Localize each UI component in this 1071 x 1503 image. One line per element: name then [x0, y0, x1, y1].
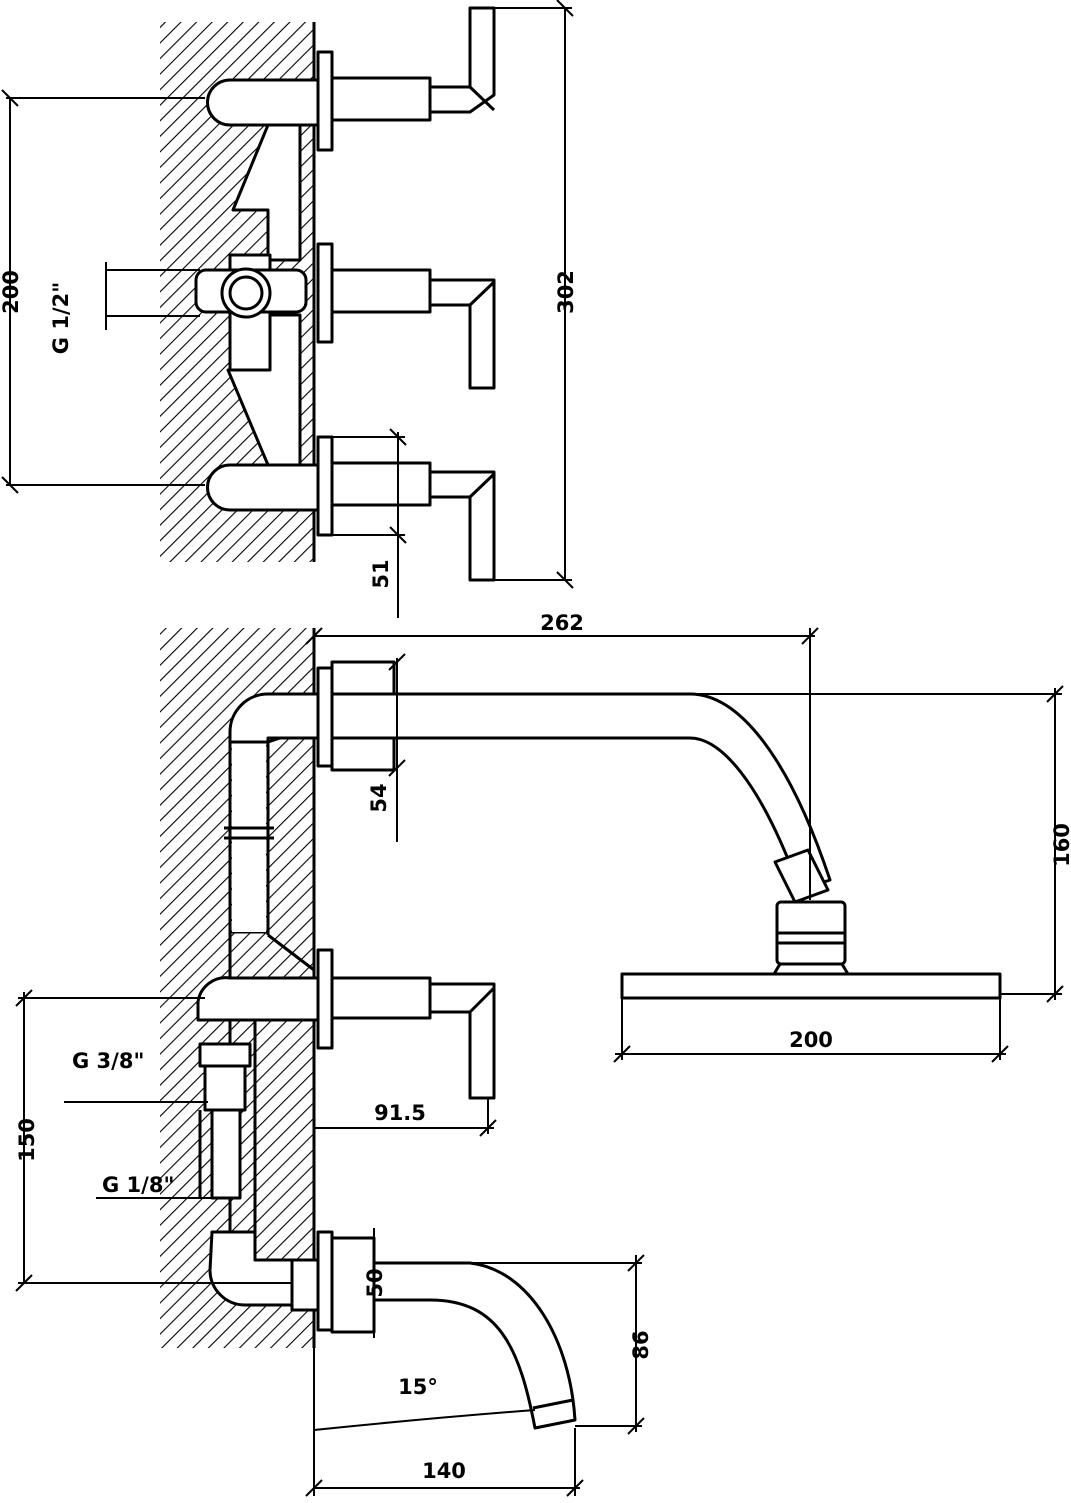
upper-elbow-inner — [267, 736, 281, 744]
side-view: 262 54 160 200 G 3/8" G 1/8" 91.5 150 50… — [15, 611, 1071, 1497]
upper-flange — [316, 666, 334, 768]
shower-head-plate — [620, 972, 1002, 1000]
upper-diagonal-pipe — [231, 123, 302, 262]
middle-handle-diag — [468, 986, 496, 1014]
lower-flange — [316, 1230, 334, 1332]
shower-arm — [330, 692, 832, 892]
upper-valve-body — [206, 78, 320, 127]
upper-elbow — [228, 692, 320, 744]
middle-stem — [330, 976, 432, 1020]
dim-54-label: 54 — [367, 783, 391, 812]
lower-box — [290, 1258, 320, 1312]
handle-lower — [428, 470, 496, 582]
dim-200-label: 200 — [0, 270, 23, 314]
dim-302-tick-bottom — [556, 571, 574, 589]
dim-150-label: 150 — [15, 1118, 39, 1162]
dim-150-tick-top — [15, 989, 33, 1007]
dim-302-tick-top — [556, 0, 574, 17]
handle-upper-diag — [468, 85, 496, 112]
arm-joint — [773, 848, 830, 904]
fitting-g38 — [198, 1042, 252, 1068]
dim-51-label: 51 — [369, 559, 393, 588]
dim-200-tick-top — [1, 89, 19, 107]
flange-lower — [316, 435, 334, 537]
dim-302-label: 302 — [554, 270, 578, 314]
dim-51-tick-bottom — [389, 526, 407, 544]
top-view: 200 G 1/2" 302 51 — [0, 0, 578, 618]
dim-140-tick-left — [305, 1479, 323, 1497]
handle-lower-diag — [468, 472, 496, 499]
dim-86-tick-top — [627, 1254, 645, 1272]
middle-handle — [428, 982, 496, 1100]
lower-valve-body — [206, 463, 320, 512]
dim-160-tick-top — [1046, 685, 1064, 703]
dim-262-tick-right — [801, 627, 819, 645]
dim-54-tick-top — [388, 653, 406, 671]
flange-upper — [316, 50, 334, 152]
handle-middle-diag — [468, 280, 496, 307]
handle-upper — [428, 6, 496, 114]
dim-86-tick-bottom — [627, 1417, 645, 1435]
angle-15-arc — [313, 1409, 536, 1431]
handle-middle — [428, 278, 496, 390]
thread-g18-label: G 1/8" — [102, 1173, 174, 1197]
dim-200h-tick-right — [991, 1045, 1009, 1063]
dim-262-tick-left — [305, 627, 323, 645]
dim-160-label: 160 — [1050, 823, 1071, 867]
dim-200h-label: 200 — [789, 1028, 833, 1052]
spout — [372, 1261, 577, 1430]
dim-54-tick-bottom — [388, 759, 406, 777]
lower-escutcheon — [330, 1236, 376, 1334]
middle-elbow — [196, 976, 320, 1022]
fitting-nut — [203, 1064, 247, 1112]
outlet-ring-inner — [228, 275, 264, 311]
dim-51-tick-top — [389, 428, 407, 446]
fitting-pipe — [210, 1108, 242, 1200]
stem-lower — [330, 461, 432, 507]
angle-15-label: 15° — [398, 1375, 438, 1399]
flange-middle — [316, 242, 334, 344]
thread-g12-label: G 1/2" — [49, 282, 73, 354]
spout-tip — [532, 1398, 574, 1410]
middle-flange — [316, 948, 334, 1050]
dim-200-tick-bottom — [1, 476, 19, 494]
dim-262-label: 262 — [540, 611, 584, 635]
dim-200h-tick-left — [613, 1045, 631, 1063]
stem-upper — [330, 76, 432, 122]
dim-86-label: 86 — [629, 1330, 653, 1359]
dim-150-tick-bottom — [15, 1274, 33, 1292]
stem-middle — [330, 268, 432, 314]
dim-140-label: 140 — [422, 1459, 466, 1483]
dim-160-tick-bottom — [1046, 985, 1064, 1003]
dim-140-tick-right — [566, 1479, 584, 1497]
dim-915-label: 91.5 — [374, 1101, 426, 1125]
thread-g38-label: G 3/8" — [72, 1049, 144, 1073]
dim-50-label: 50 — [363, 1268, 387, 1297]
dim-915-tick-right — [479, 1119, 497, 1137]
